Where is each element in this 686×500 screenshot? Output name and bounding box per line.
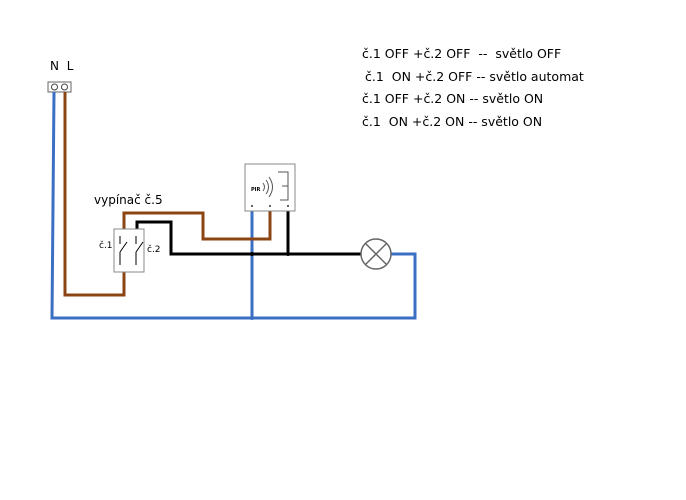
pir-sensor xyxy=(244,163,296,212)
neutral-wire xyxy=(50,91,417,320)
legend-line: č.1 ON +č.2 OFF -- světlo automat xyxy=(365,68,584,84)
contact-1-label: č.1 xyxy=(99,241,113,251)
supply-label: N L xyxy=(50,59,76,73)
live-wire xyxy=(63,92,126,297)
switch-title: vypínač č.5 xyxy=(94,193,163,207)
legend-line: č.1 OFF +č.2 ON -- světlo ON xyxy=(362,91,544,106)
switched-wire-c2 xyxy=(135,220,361,256)
switch xyxy=(113,228,145,273)
legend-line: č.1 ON +č.2 ON -- světlo ON xyxy=(362,113,543,129)
lamp xyxy=(360,238,392,270)
terminal-block xyxy=(47,81,72,93)
switch-state-legend: č.1 OFF +č.2 OFF -- světlo OFF č.1 ON +č… xyxy=(362,43,584,133)
legend-line: č.1 OFF +č.2 OFF -- světlo OFF xyxy=(362,46,562,61)
live-wire-to-sensor xyxy=(122,210,272,241)
sensor-label: PIR xyxy=(251,187,261,193)
contact-2-label: č.2 xyxy=(147,245,161,255)
